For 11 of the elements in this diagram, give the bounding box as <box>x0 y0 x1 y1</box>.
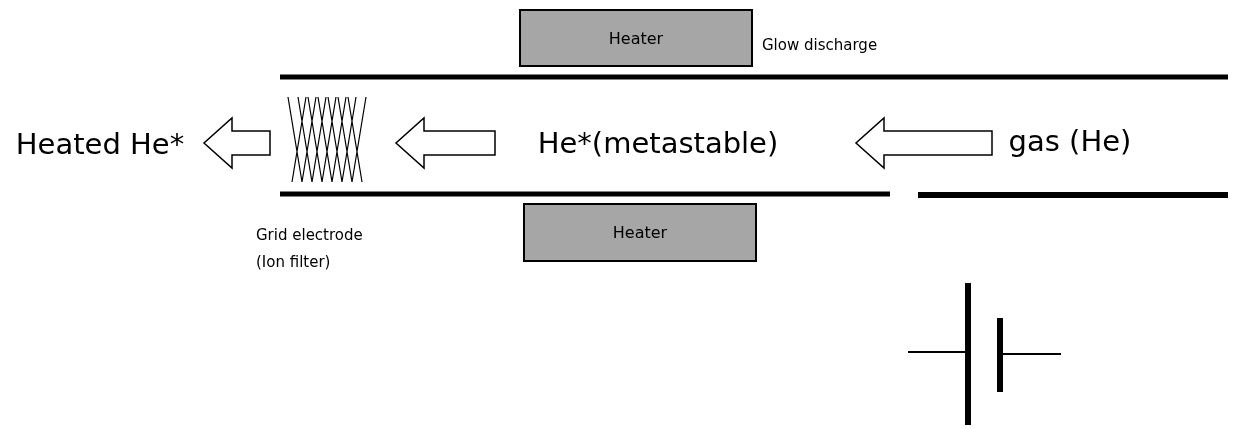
block-arrow <box>854 116 993 170</box>
block-arrow <box>202 116 271 170</box>
gas-label: He*(metastable) <box>520 120 796 166</box>
output-label: Heated He* <box>4 122 196 166</box>
heater-box: Heater <box>523 203 757 262</box>
heater-box: Heater <box>519 9 753 67</box>
input-label: gas (He) <box>1002 118 1138 164</box>
grid-electrode-label: Grid electrode (Ion filter) <box>256 225 364 273</box>
grid-electrode-drawing <box>286 95 368 184</box>
annotation-label: Glow discharge <box>762 35 878 56</box>
block-arrow <box>394 116 496 170</box>
